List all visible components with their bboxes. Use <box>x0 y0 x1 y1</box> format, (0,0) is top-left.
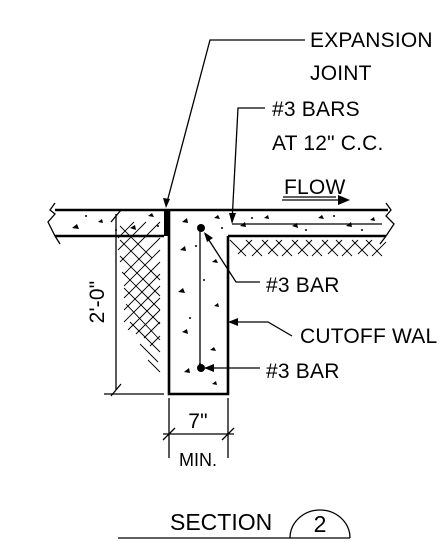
width-note-label: MIN. <box>179 450 217 470</box>
width-dimension <box>162 398 235 458</box>
cutoff-wall <box>167 210 230 396</box>
bar-bottom-dot-icon <box>197 364 205 372</box>
break-line-icon-left <box>47 202 61 245</box>
leaders <box>163 39 305 372</box>
width-dim-label: 7" <box>188 410 208 433</box>
bar-top-label: #3 BAR <box>266 274 340 297</box>
bar-top-dot-icon <box>197 224 205 232</box>
cutoff-wall-leader <box>230 321 293 337</box>
soil-hatch-right <box>229 239 387 257</box>
height-dimension <box>104 209 164 397</box>
cutoff-wall-label: CUTOFF WAL <box>300 325 437 348</box>
section-marker-icon <box>289 509 351 539</box>
flow-arrow-icon <box>282 195 350 205</box>
bar-top-leader <box>204 233 260 283</box>
bar-bottom-label: #3 BAR <box>266 360 340 383</box>
expansion-joint-label-1: EXPANSION <box>310 29 433 52</box>
section-title: SECTION 2 <box>118 509 351 539</box>
section-number: 2 <box>314 511 327 537</box>
bars-label-2: AT 12" C.C. <box>272 132 384 155</box>
height-dim-label: 2'-0" <box>86 281 109 324</box>
soil-hatch-left <box>117 221 161 373</box>
bars-label-1: #3 BARS <box>272 98 360 121</box>
bars-leader <box>231 107 265 223</box>
flow-label: FLOW <box>284 176 345 199</box>
break-line-icon-right <box>379 202 395 245</box>
expansion-joint-label-2: JOINT <box>310 62 372 85</box>
section-title-text: SECTION <box>170 509 272 535</box>
expansion-joint-filler <box>164 210 169 236</box>
expansion-joint-leader <box>165 39 305 207</box>
reinforcement <box>197 223 382 372</box>
